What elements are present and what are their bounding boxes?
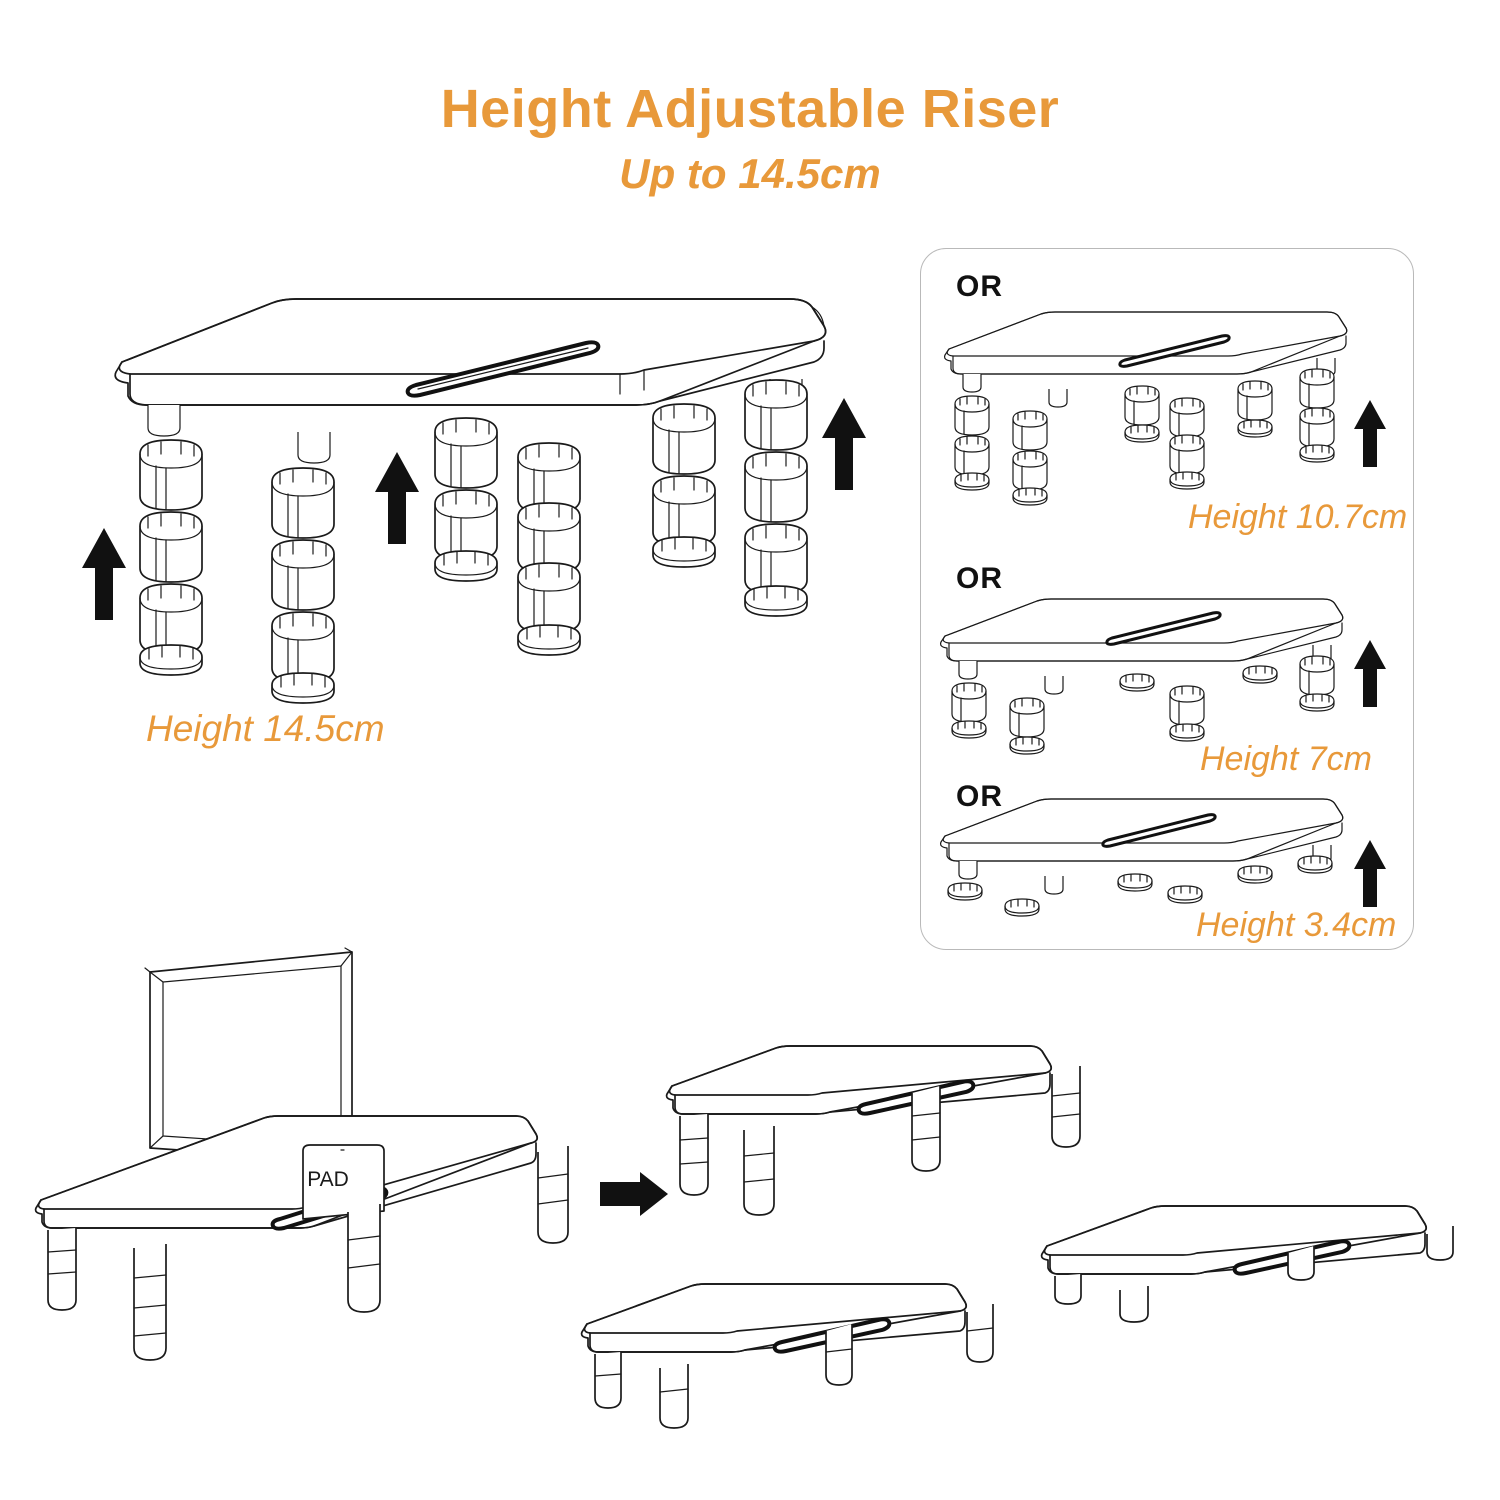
riser-variant-tall <box>665 1045 1081 1216</box>
alternative-heights-panel <box>920 248 1414 950</box>
riser-variant-tall-legs <box>679 1066 1081 1216</box>
pad-label: PAD <box>307 1168 349 1191</box>
or-label-option-1: OR <box>956 270 1003 303</box>
riser-variant-medium-legs <box>594 1304 994 1429</box>
or-label-option-3: OR <box>956 780 1003 813</box>
riser-top-surface <box>114 298 827 464</box>
leg-post-5 <box>652 403 716 568</box>
riser-variant-low <box>1040 1205 1454 1323</box>
page-title: Height Adjustable Riser <box>440 79 1060 139</box>
main-riser-exploded <box>82 298 866 704</box>
riser-base-scene: PAD <box>34 1115 569 1361</box>
height-label-option-1: Height 10.7cm <box>1188 498 1408 536</box>
leg-post-3 <box>434 417 498 582</box>
leg-post-6 <box>744 379 808 617</box>
height-label-main: Height 14.5cm <box>146 708 385 749</box>
usage-scene-monitor-riser: PAD <box>34 947 569 1361</box>
leg-post-2 <box>271 467 335 704</box>
or-label-option-2: OR <box>956 562 1003 595</box>
monitor-illustration <box>144 947 353 1215</box>
leg-post-4 <box>517 442 581 656</box>
scene-legs <box>47 1146 569 1361</box>
up-arrow-icon-left <box>82 528 126 620</box>
height-label-option-3: Height 3.4cm <box>1196 906 1397 944</box>
up-arrow-icon-right <box>822 398 866 490</box>
up-arrow-icon-mid <box>375 452 419 544</box>
right-arrow-icon <box>600 1172 668 1216</box>
riser-variant-low-feet <box>1054 1226 1454 1323</box>
page-subtitle: Up to 14.5cm <box>619 150 881 197</box>
riser-variant-medium <box>580 1283 994 1429</box>
height-label-option-2: Height 7cm <box>1200 740 1372 778</box>
leg-post-1 <box>139 439 203 676</box>
